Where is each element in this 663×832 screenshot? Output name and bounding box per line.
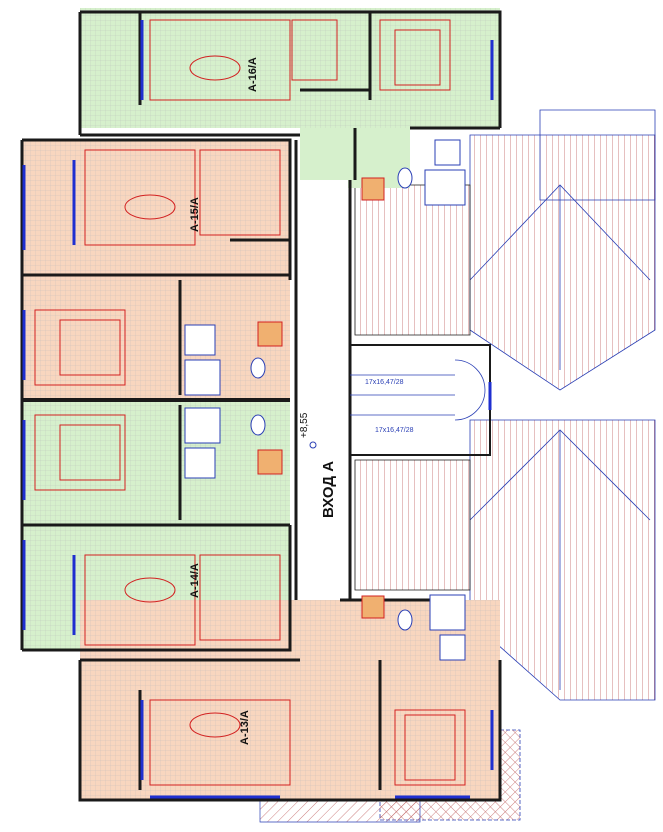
bathroom-fixtures xyxy=(184,139,466,661)
unit-a15-floor xyxy=(22,140,290,400)
unit-a14-label: A-14/A xyxy=(189,563,201,598)
stair-upper-label: 17x16,47/28 xyxy=(365,379,404,386)
corridor xyxy=(296,180,348,600)
level-marker-dot xyxy=(309,441,317,449)
walls xyxy=(20,10,502,802)
unit-a16-label: A-16/A xyxy=(247,57,259,92)
windows xyxy=(22,20,494,799)
unit-a13-label: A-13/A xyxy=(239,710,251,745)
roof-upper xyxy=(354,109,656,391)
staircase xyxy=(350,359,486,421)
roof-lower xyxy=(354,419,656,701)
stair-lower-label: 17x16,47/28 xyxy=(375,427,414,434)
level-marker: +8,55 xyxy=(299,412,310,438)
furniture xyxy=(34,19,466,786)
shafts xyxy=(257,177,385,619)
entrance-label: ВХОД А xyxy=(320,461,337,518)
unit-a15-label: A-15/A xyxy=(189,197,201,232)
